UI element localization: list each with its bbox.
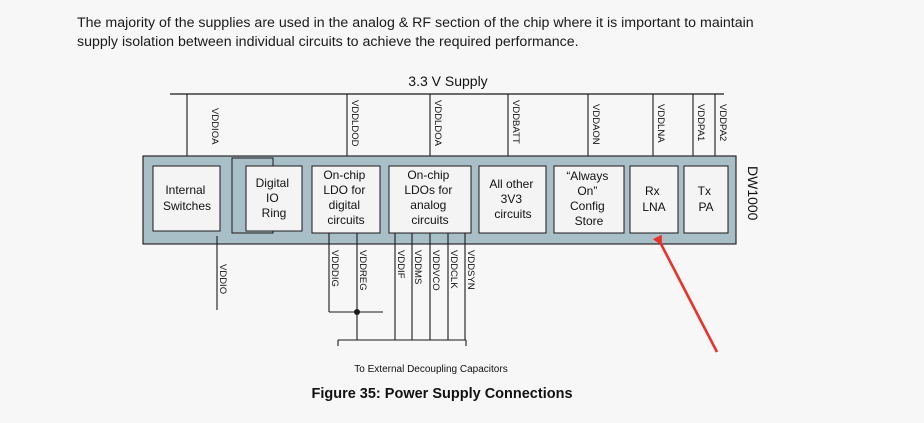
digital-io-ring-block	[245, 165, 303, 232]
ldo-analog-label: On-chip LDOs for analog circuits	[404, 168, 455, 227]
pin-vddif: VDDIF	[395, 250, 406, 279]
tx-pa-label: Tx PA	[698, 184, 715, 214]
intro-paragraph: The majority of the supplies are used in…	[77, 14, 877, 52]
pin-vddioa: VDDIOA	[209, 108, 220, 145]
pin-vddldod: VDDLDOD	[349, 100, 360, 147]
ldo-digital-block	[311, 165, 381, 234]
junction-dot	[354, 309, 360, 315]
internal-switches-label: Internal Switches	[163, 183, 211, 213]
pin-vdddig: VDDDIG	[329, 250, 340, 287]
digital-io-ring-label: Digital IO Ring	[256, 176, 293, 220]
all-other-3v3-block	[478, 165, 547, 234]
pin-vddaon: VDDAON	[590, 104, 601, 145]
chip-label: DW1000	[745, 166, 761, 221]
bottom-pin-labels: VDDIO VDDDIG VDDREG VDDIF VDDMS VDDVCO V…	[217, 250, 476, 294]
internal-switches-block	[152, 165, 221, 232]
figure-caption: Figure 35: Power Supply Connections	[311, 386, 573, 402]
rx-lna-block	[629, 165, 679, 234]
rx-lna-label: Rx LNA	[642, 184, 665, 214]
all-other-3v3-label: All other 3V3 circuits	[489, 177, 536, 221]
pin-vddpa1: VDDPA1	[695, 104, 706, 141]
annotation-arrow	[652, 234, 719, 353]
intro-line-2: supply isolation between individual circ…	[77, 34, 579, 50]
pin-vddbatt: VDDBATT	[510, 100, 521, 144]
pin-vddpa2: VDDPA2	[717, 104, 728, 141]
pin-vddvco: VDDVCO	[430, 250, 441, 291]
pin-vddsyn: VDDSYN	[465, 250, 476, 290]
decoupling-label: To External Decoupling Capacitors	[354, 364, 507, 375]
top-pin-labels: VDDIOA VDDLDOD VDDLDOA VDDBATT VDDAON VD…	[209, 100, 728, 147]
tx-pa-block	[683, 165, 729, 234]
pin-vddclk: VDDCLK	[448, 250, 459, 289]
supply-label: 3.3 V Supply	[408, 73, 487, 89]
pin-vddldoa: VDDLDOA	[432, 100, 443, 147]
pin-vddlna: VDDLNA	[655, 104, 666, 143]
pin-vddio: VDDIO	[217, 264, 228, 294]
intro-line-1: The majority of the supplies are used in…	[77, 15, 754, 31]
pin-vddreg: VDDREG	[357, 250, 368, 291]
always-on-store-block	[553, 165, 625, 234]
bottom-supply-lines	[216, 233, 467, 346]
always-on-store-label: “Always On” Config Store	[566, 169, 611, 228]
pin-vddms: VDDMS	[412, 250, 423, 284]
ldo-digital-label: On-chip LDO for digital circuits	[323, 168, 368, 227]
ldo-analog-block	[388, 165, 472, 234]
